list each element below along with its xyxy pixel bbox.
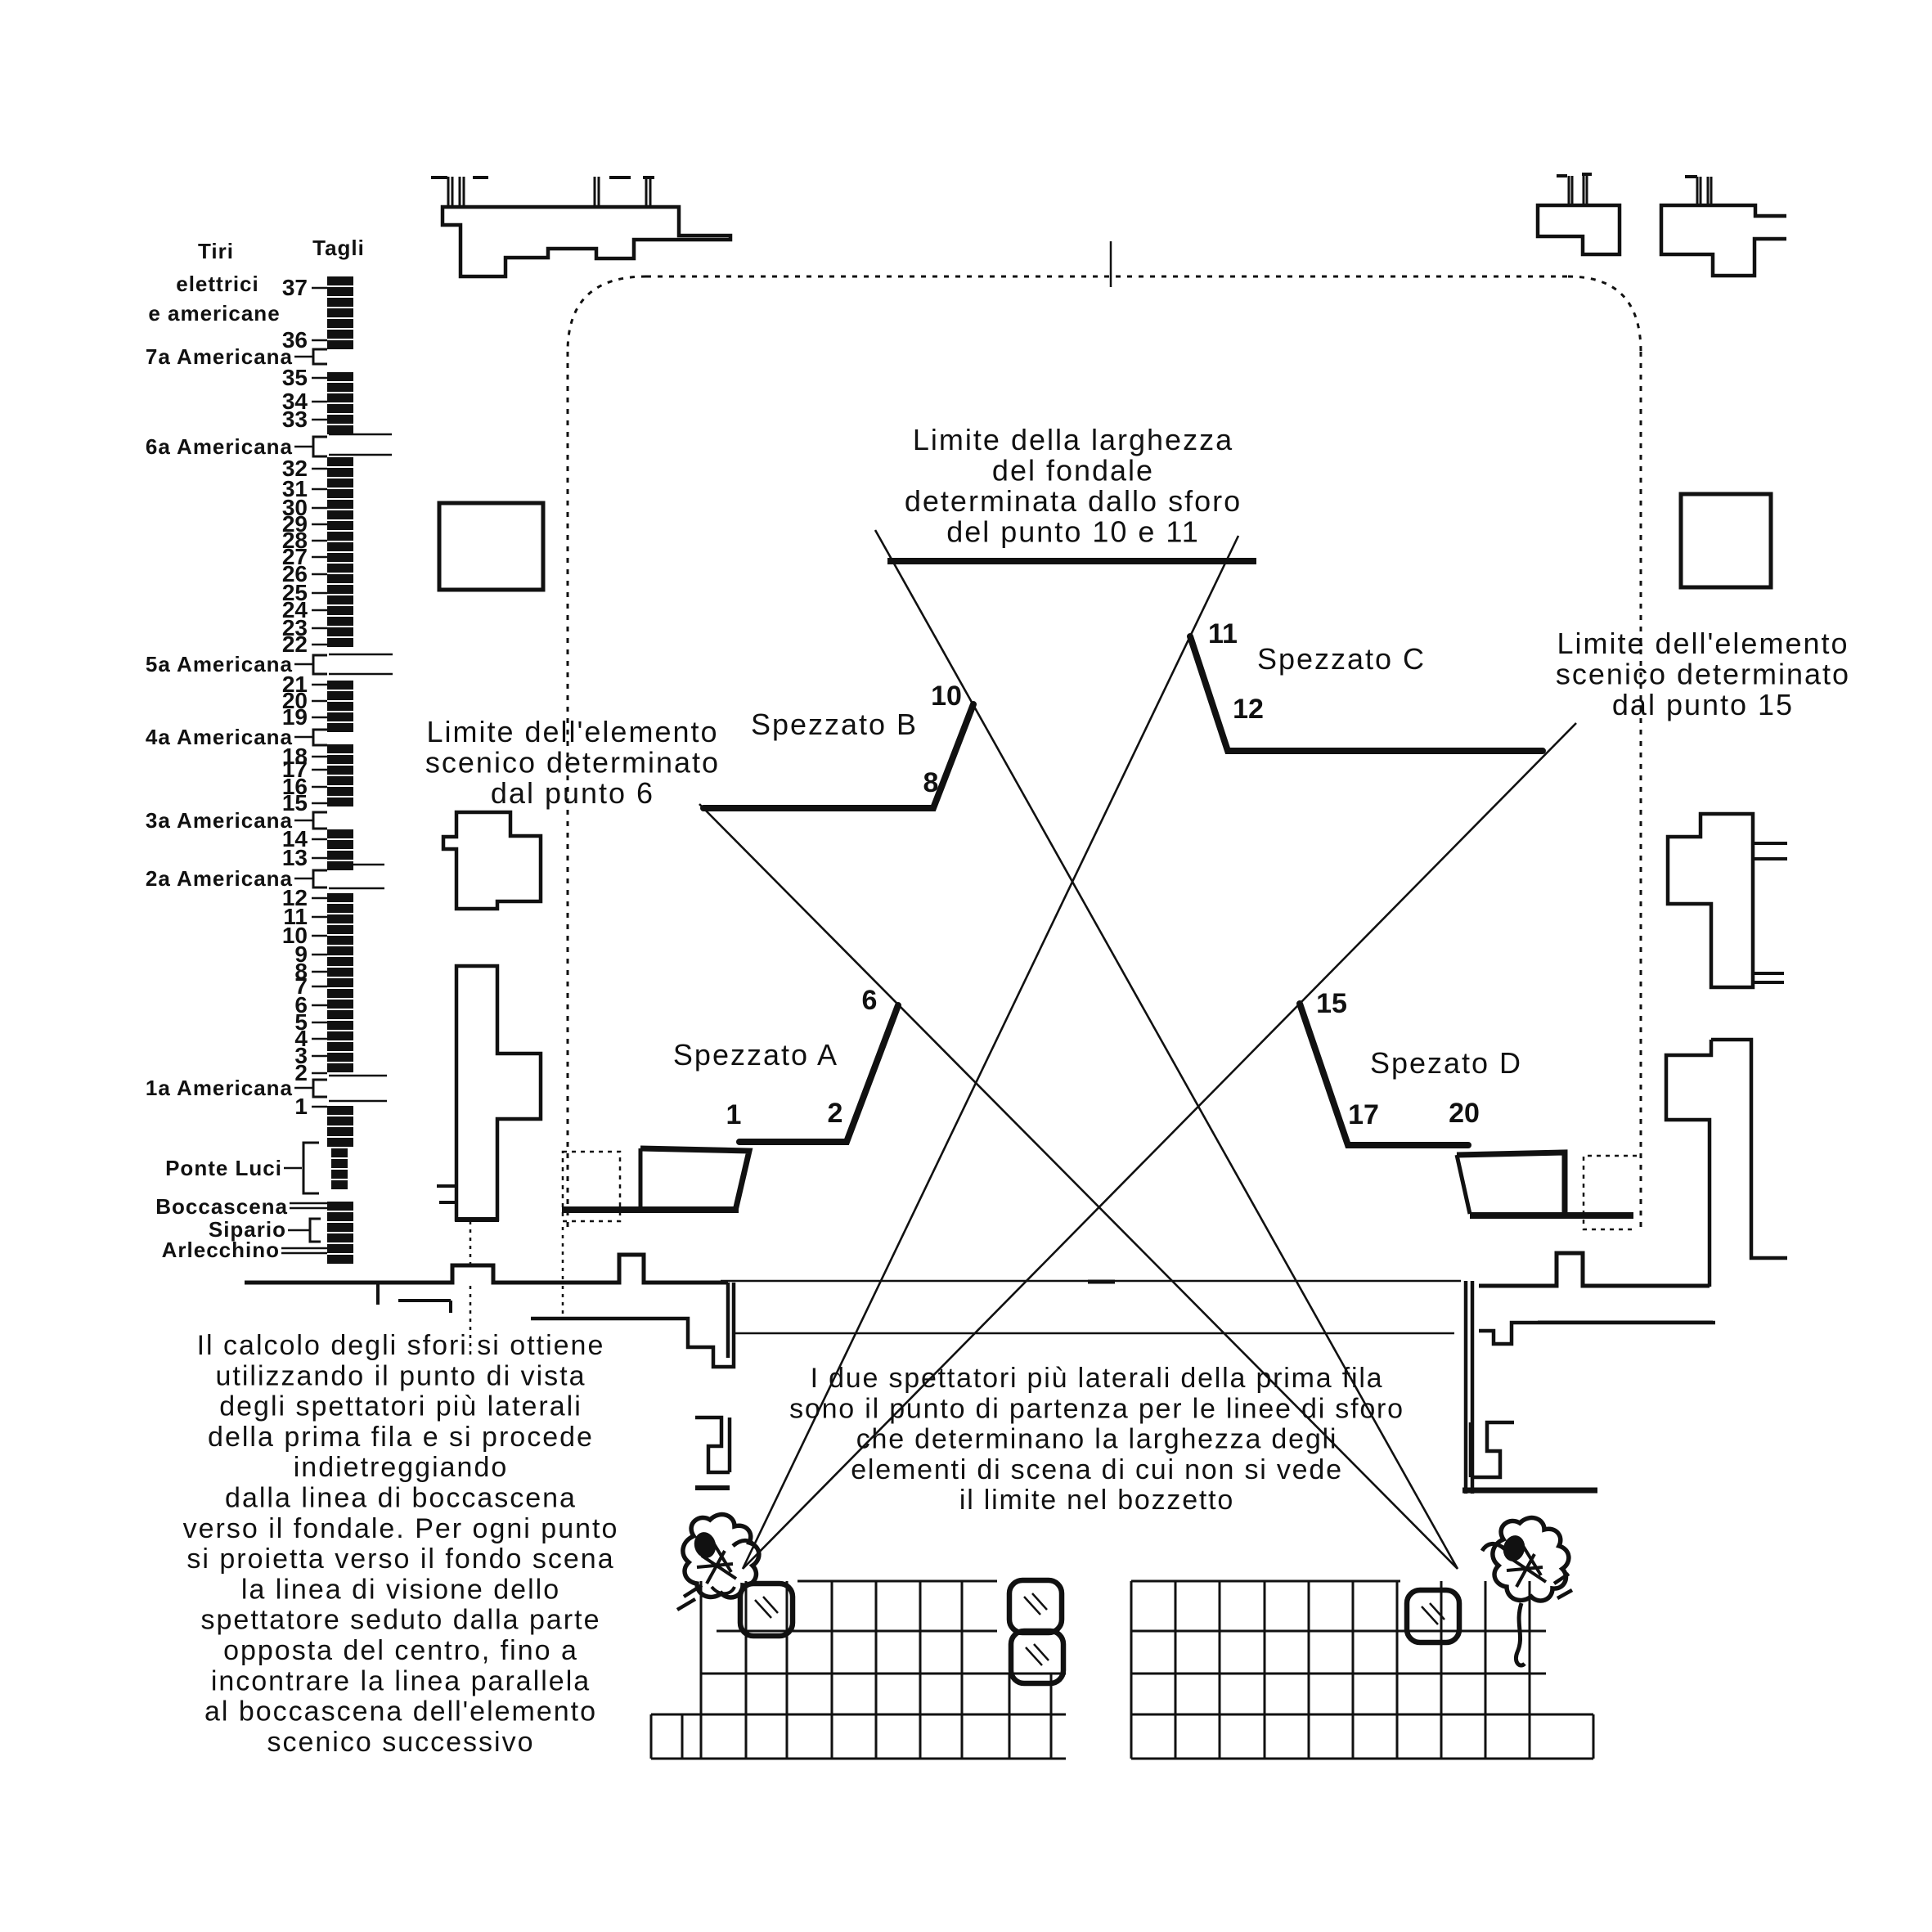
svg-text:10: 10 bbox=[931, 681, 962, 712]
svg-text:Boccascena: Boccascena bbox=[155, 1194, 288, 1219]
svg-text:37: 37 bbox=[282, 275, 308, 300]
svg-text:8: 8 bbox=[294, 959, 308, 984]
svg-text:2: 2 bbox=[828, 1098, 843, 1129]
svg-text:Tiri: Tiri bbox=[198, 239, 234, 263]
svg-text:21: 21 bbox=[282, 672, 308, 697]
svg-text:11: 11 bbox=[1208, 618, 1238, 649]
svg-text:3a Americana: 3a Americana bbox=[146, 808, 293, 833]
svg-text:Spezato D: Spezato D bbox=[1370, 1046, 1522, 1080]
svg-text:Spezzato A: Spezzato A bbox=[673, 1038, 838, 1072]
svg-text:e americane: e americane bbox=[148, 301, 280, 326]
svg-text:sono il punto di partenza per: sono il punto di partenza per le linee d… bbox=[789, 1393, 1404, 1424]
svg-text:Limite dell'elemento: Limite dell'elemento bbox=[1557, 627, 1849, 660]
svg-text:6: 6 bbox=[294, 992, 308, 1018]
svg-text:opposta del centro, fino a: opposta del centro, fino a bbox=[223, 1635, 578, 1666]
svg-text:degli spettatori più laterali: degli spettatori più laterali bbox=[219, 1391, 582, 1422]
svg-text:15: 15 bbox=[1316, 988, 1347, 1019]
svg-text:11: 11 bbox=[283, 904, 308, 929]
svg-text:14: 14 bbox=[282, 826, 308, 851]
svg-text:2: 2 bbox=[294, 1060, 308, 1085]
svg-text:17: 17 bbox=[1348, 1099, 1379, 1130]
svg-text:Arlecchino: Arlecchino bbox=[162, 1238, 280, 1262]
svg-text:dal punto 15: dal punto 15 bbox=[1612, 688, 1794, 721]
svg-text:1: 1 bbox=[294, 1094, 308, 1119]
svg-text:Il calcolo degli sfori si otti: Il calcolo degli sfori si ottiene bbox=[197, 1330, 605, 1361]
svg-text:1a Americana: 1a Americana bbox=[146, 1076, 293, 1100]
svg-text:Tagli: Tagli bbox=[312, 236, 365, 260]
svg-text:7: 7 bbox=[294, 973, 308, 999]
svg-text:15: 15 bbox=[282, 790, 308, 815]
svg-text:Spezzato C: Spezzato C bbox=[1257, 642, 1426, 676]
svg-text:17: 17 bbox=[282, 757, 308, 782]
svg-text:29: 29 bbox=[282, 511, 308, 537]
svg-text:scenico successivo: scenico successivo bbox=[267, 1727, 534, 1758]
svg-text:indietreggiando: indietreggiando bbox=[294, 1452, 509, 1483]
svg-text:dal punto 6: dal punto 6 bbox=[491, 776, 654, 810]
svg-text:6a Americana: 6a Americana bbox=[146, 434, 293, 459]
svg-text:utilizzando il punto di vista: utilizzando il punto di vista bbox=[215, 1360, 586, 1391]
svg-text:9: 9 bbox=[294, 941, 308, 967]
svg-text:scenico determinato: scenico determinato bbox=[1556, 658, 1850, 691]
svg-text:16: 16 bbox=[282, 774, 308, 799]
svg-text:Sipario: Sipario bbox=[209, 1217, 286, 1242]
svg-text:27: 27 bbox=[282, 544, 308, 569]
svg-text:12: 12 bbox=[282, 885, 308, 910]
svg-text:Limite della larghezza: Limite della larghezza bbox=[913, 423, 1233, 456]
svg-text:che determinano la larghezza d: che determinano la larghezza degli bbox=[856, 1424, 1338, 1455]
svg-text:Limite dell'elemento: Limite dell'elemento bbox=[426, 715, 718, 748]
svg-text:1: 1 bbox=[726, 1099, 742, 1130]
svg-text:5a Americana: 5a Americana bbox=[146, 652, 293, 676]
svg-text:7a Americana: 7a Americana bbox=[146, 344, 293, 369]
svg-text:18: 18 bbox=[282, 744, 308, 769]
svg-text:scenico determinato: scenico determinato bbox=[425, 746, 720, 780]
svg-text:elementi di scena di cui non s: elementi di scena di cui non si vede bbox=[851, 1454, 1343, 1485]
svg-text:26: 26 bbox=[282, 561, 308, 586]
svg-text:Ponte Luci: Ponte Luci bbox=[165, 1156, 282, 1180]
svg-text:del punto 10 e 11: del punto 10 e 11 bbox=[946, 515, 1200, 549]
svg-text:34: 34 bbox=[282, 389, 308, 414]
svg-text:al boccascena dell'elemento: al boccascena dell'elemento bbox=[204, 1696, 597, 1728]
svg-text:5: 5 bbox=[294, 1009, 308, 1035]
svg-text:3: 3 bbox=[294, 1043, 308, 1068]
svg-text:33: 33 bbox=[282, 407, 308, 432]
svg-text:31: 31 bbox=[282, 476, 308, 501]
svg-text:4a Americana: 4a Americana bbox=[146, 725, 293, 749]
svg-text:20: 20 bbox=[282, 688, 308, 713]
svg-text:36: 36 bbox=[282, 327, 308, 353]
svg-text:Spezzato B: Spezzato B bbox=[751, 708, 918, 741]
svg-text:20: 20 bbox=[1449, 1098, 1480, 1129]
svg-text:35: 35 bbox=[282, 365, 308, 390]
svg-text:22: 22 bbox=[282, 631, 308, 657]
svg-text:elettrici: elettrici bbox=[176, 272, 259, 296]
svg-text:8: 8 bbox=[923, 767, 939, 798]
svg-text:10: 10 bbox=[282, 923, 308, 948]
svg-text:25: 25 bbox=[282, 580, 308, 605]
svg-text:il limite nel bozzetto: il limite nel bozzetto bbox=[959, 1485, 1234, 1516]
svg-text:del fondale: del fondale bbox=[992, 454, 1154, 487]
svg-text:12: 12 bbox=[1233, 694, 1264, 725]
svg-text:6: 6 bbox=[862, 985, 878, 1016]
svg-text:4: 4 bbox=[294, 1026, 308, 1051]
svg-text:2a Americana: 2a Americana bbox=[146, 866, 293, 891]
svg-text:dalla linea di boccascena: dalla linea di boccascena bbox=[225, 1483, 577, 1514]
svg-text:I due spettatori più laterali: I due spettatori più laterali della prim… bbox=[811, 1363, 1384, 1394]
svg-text:la linea di visione dello: la linea di visione dello bbox=[241, 1574, 560, 1605]
svg-text:della prima fila e si procede: della prima fila e si procede bbox=[208, 1422, 594, 1453]
svg-text:13: 13 bbox=[282, 845, 308, 870]
svg-text:si proietta verso il fondo sce: si proietta verso il fondo scena bbox=[186, 1543, 614, 1575]
svg-text:32: 32 bbox=[282, 456, 308, 481]
svg-text:24: 24 bbox=[282, 597, 308, 622]
svg-text:incontrare la linea parallela: incontrare la linea parallela bbox=[211, 1665, 591, 1696]
svg-text:19: 19 bbox=[282, 704, 308, 730]
svg-text:spettatore seduto dalla parte: spettatore seduto dalla parte bbox=[201, 1605, 601, 1636]
svg-text:30: 30 bbox=[282, 495, 308, 520]
svg-text:verso il fondale. Per ogni pun: verso il fondale. Per ogni punto bbox=[183, 1513, 619, 1544]
svg-text:determinata dallo sforo: determinata dallo sforo bbox=[905, 484, 1242, 518]
svg-text:23: 23 bbox=[282, 615, 308, 640]
svg-text:28: 28 bbox=[282, 528, 308, 553]
